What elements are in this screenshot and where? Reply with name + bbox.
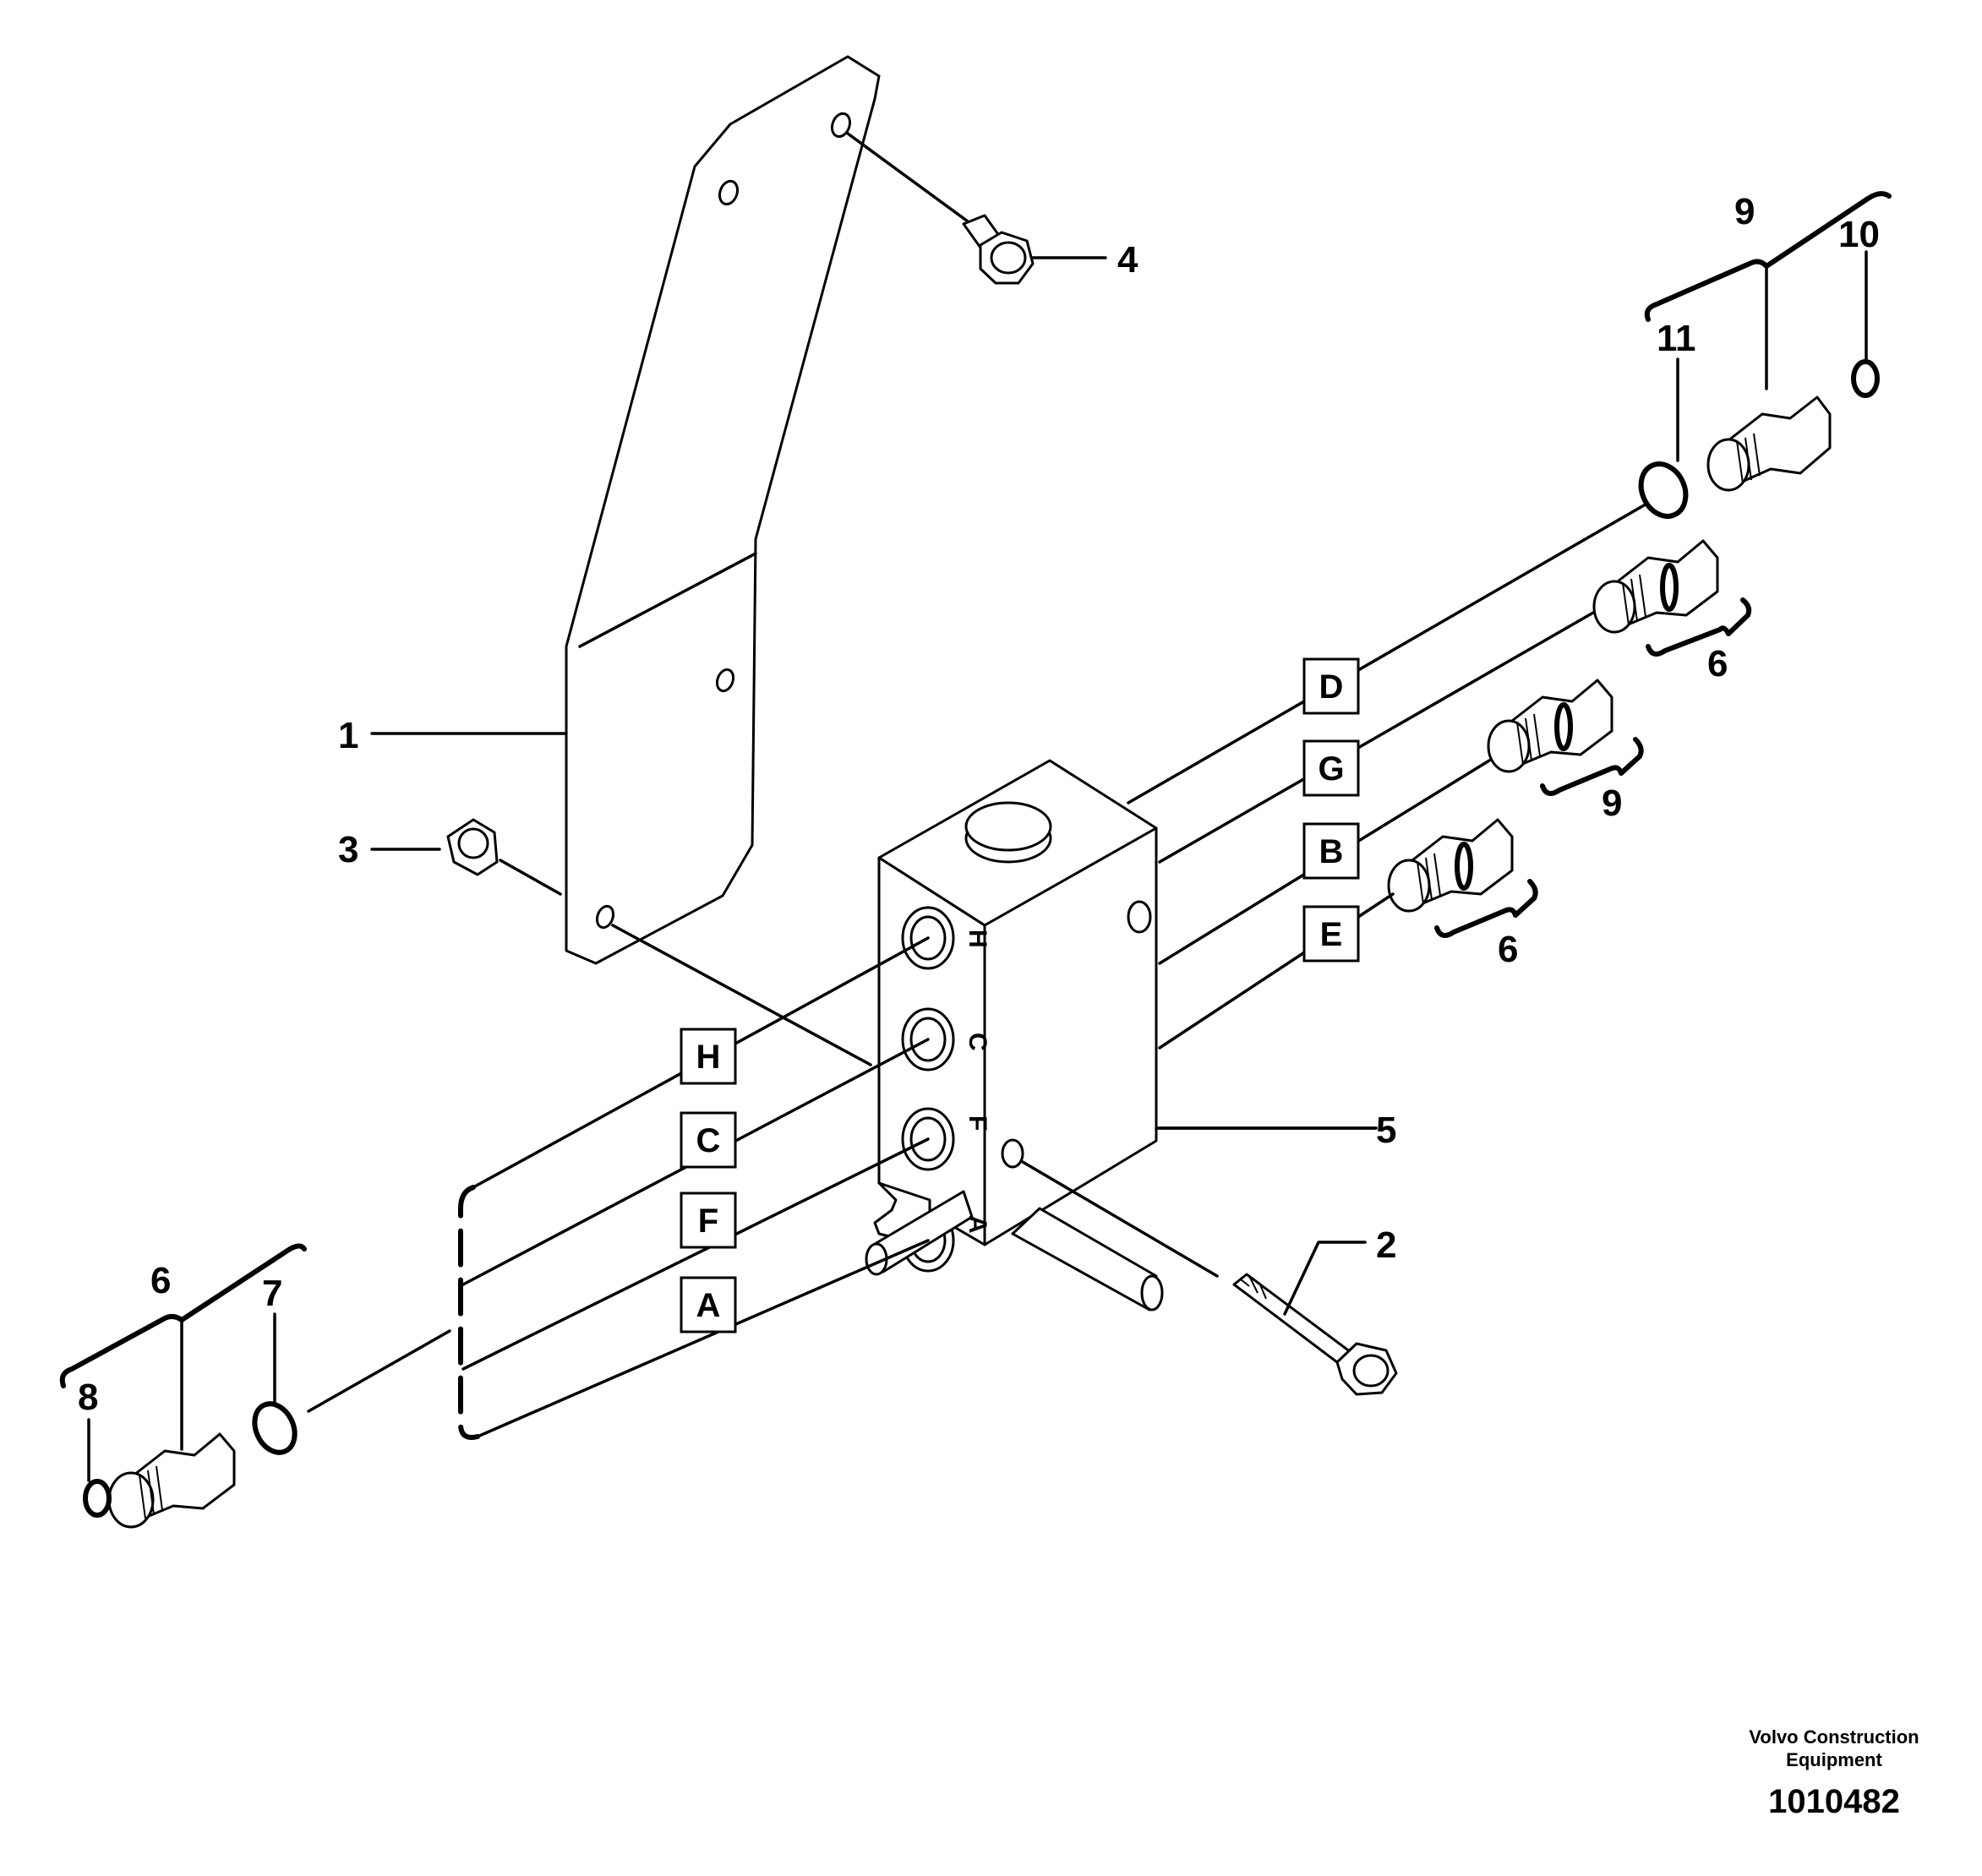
fitting-bottom-left xyxy=(83,1401,298,1529)
port-box-e: E xyxy=(1302,905,1360,963)
svg-text:A: A xyxy=(696,1287,721,1324)
callout-9-middle: 9 xyxy=(1602,783,1622,824)
port-box-c: C xyxy=(680,1111,737,1169)
block-marking-a: A xyxy=(964,1215,991,1234)
callout-6-right-bottom: 6 xyxy=(1498,929,1518,970)
callout-5: 5 xyxy=(1376,1110,1396,1151)
callout-3: 3 xyxy=(338,829,358,870)
port-box-d: D xyxy=(1302,657,1360,715)
callout-4: 4 xyxy=(1117,239,1138,281)
callout-7: 7 xyxy=(262,1273,282,1314)
bracket-plate xyxy=(565,55,881,965)
fitting-right-2 xyxy=(1487,679,1613,773)
port-box-h: H xyxy=(680,1028,737,1085)
port-box-b: B xyxy=(1302,822,1360,880)
svg-text:D: D xyxy=(1319,668,1344,706)
document-number: 1010482 xyxy=(1768,1783,1900,1820)
port-box-f: F xyxy=(680,1192,737,1249)
block-marking-c: C xyxy=(964,1033,991,1051)
nut xyxy=(370,818,562,896)
callout-6-right-top: 6 xyxy=(1707,643,1728,684)
fitting-right-3 xyxy=(1387,818,1514,913)
callout-11: 11 xyxy=(1657,318,1696,359)
fitting-right-1 xyxy=(1592,539,1719,634)
callout-1: 1 xyxy=(338,715,358,756)
svg-text:B: B xyxy=(1319,833,1344,870)
flange-bolt-top xyxy=(846,132,1107,285)
svg-text:G: G xyxy=(1318,750,1344,788)
svg-text:F: F xyxy=(698,1202,718,1240)
brand-label: Volvo Construction Equipment xyxy=(1716,1726,1952,1771)
block-marking-f: F xyxy=(964,1115,991,1131)
port-box-a: A xyxy=(680,1276,737,1333)
block-marking-h: H xyxy=(964,930,991,948)
callout-8: 8 xyxy=(78,1377,98,1418)
callout-6-left: 6 xyxy=(150,1260,171,1301)
brand-line-2: Equipment xyxy=(1786,1749,1882,1770)
callout-9-top: 9 xyxy=(1734,191,1755,232)
brand-line-1: Volvo Construction xyxy=(1749,1726,1919,1748)
svg-text:C: C xyxy=(696,1122,721,1159)
long-bolt xyxy=(1021,1160,1398,1396)
svg-text:H: H xyxy=(696,1039,721,1076)
svg-text:E: E xyxy=(1320,916,1343,953)
callout-10: 10 xyxy=(1838,214,1880,255)
fitting-top-right xyxy=(1638,359,1880,519)
callout-2: 2 xyxy=(1376,1224,1396,1266)
valve-block: H C F A xyxy=(865,759,1164,1312)
port-box-g: G xyxy=(1302,739,1360,797)
